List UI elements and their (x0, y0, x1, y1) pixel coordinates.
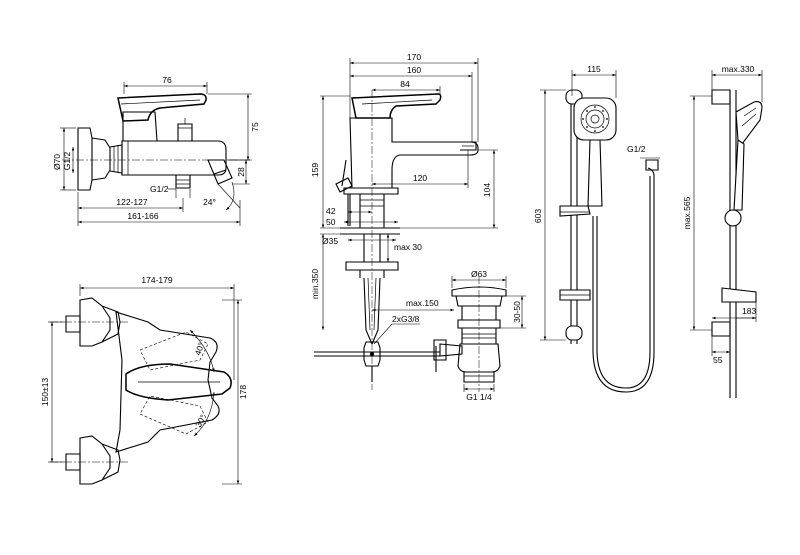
dim-122-127: 122-127 (116, 197, 147, 207)
dim-603: 603 (533, 209, 543, 223)
dim-24-deg: 24° (203, 197, 216, 207)
dim-max-565: max.565 (682, 196, 692, 229)
dim-g1-14: G1 1/4 (466, 392, 492, 402)
dim-104: 104 (482, 183, 492, 197)
dim-160: 160 (407, 65, 421, 75)
dim-28: 28 (236, 167, 246, 177)
dim-max-330: max.330 (722, 64, 755, 74)
dim-30-deg: 30° (193, 413, 208, 429)
bath-mixer-front-view: 40° 30° 174-179 150±13 178 (40, 275, 248, 485)
dim-dia-63: Ø63 (471, 269, 487, 279)
dim-75: 75 (250, 122, 260, 132)
dim-55: 55 (713, 355, 723, 365)
dim-dia-70: Ø70 (52, 154, 62, 170)
dim-max-30: max 30 (394, 242, 422, 252)
dim-178: 178 (238, 385, 248, 399)
dim-150-13: 150±13 (40, 378, 50, 407)
dim-76: 76 (162, 75, 172, 85)
basin-mixer-view: 170 160 84 159 120 104 42 50 Ø35 (310, 52, 498, 390)
dim-g12-hose: G1/2 (627, 144, 646, 154)
shower-rail-side-view: max.330 max.565 183 55 (682, 64, 763, 398)
dim-g12-inlet: G1/2 (62, 152, 72, 171)
dim-min-350: min.350 (310, 269, 320, 300)
dim-50: 50 (326, 217, 336, 227)
shower-head-nozzles (580, 104, 610, 134)
dim-161-166: 161-166 (127, 211, 158, 221)
dim-183: 183 (742, 306, 756, 316)
dim-2xg38: 2xG3/8 (392, 314, 420, 324)
dim-174-179: 174-179 (141, 275, 172, 285)
dim-159: 159 (310, 163, 320, 177)
dim-40-deg: 40° (192, 341, 206, 357)
dim-g12-outlet: G1/2 (150, 184, 169, 194)
dim-30-50: 30-50 (512, 301, 522, 323)
bath-mixer-side-view: 76 75 Ø70 G1/2 G1/2 28 122-127 24° (52, 75, 260, 226)
waste-view: Ø63 30-50 G1 1/4 (433, 269, 526, 402)
dim-42: 42 (326, 206, 336, 216)
dim-max-150: max.150 (406, 298, 439, 308)
dim-115: 115 (587, 64, 601, 74)
dim-dia-35: Ø35 (322, 236, 338, 246)
dim-170: 170 (407, 52, 421, 62)
dim-84: 84 (400, 79, 410, 89)
dim-120: 120 (413, 173, 427, 183)
shower-rail-front-view: G1/2 115 603 (533, 64, 660, 393)
